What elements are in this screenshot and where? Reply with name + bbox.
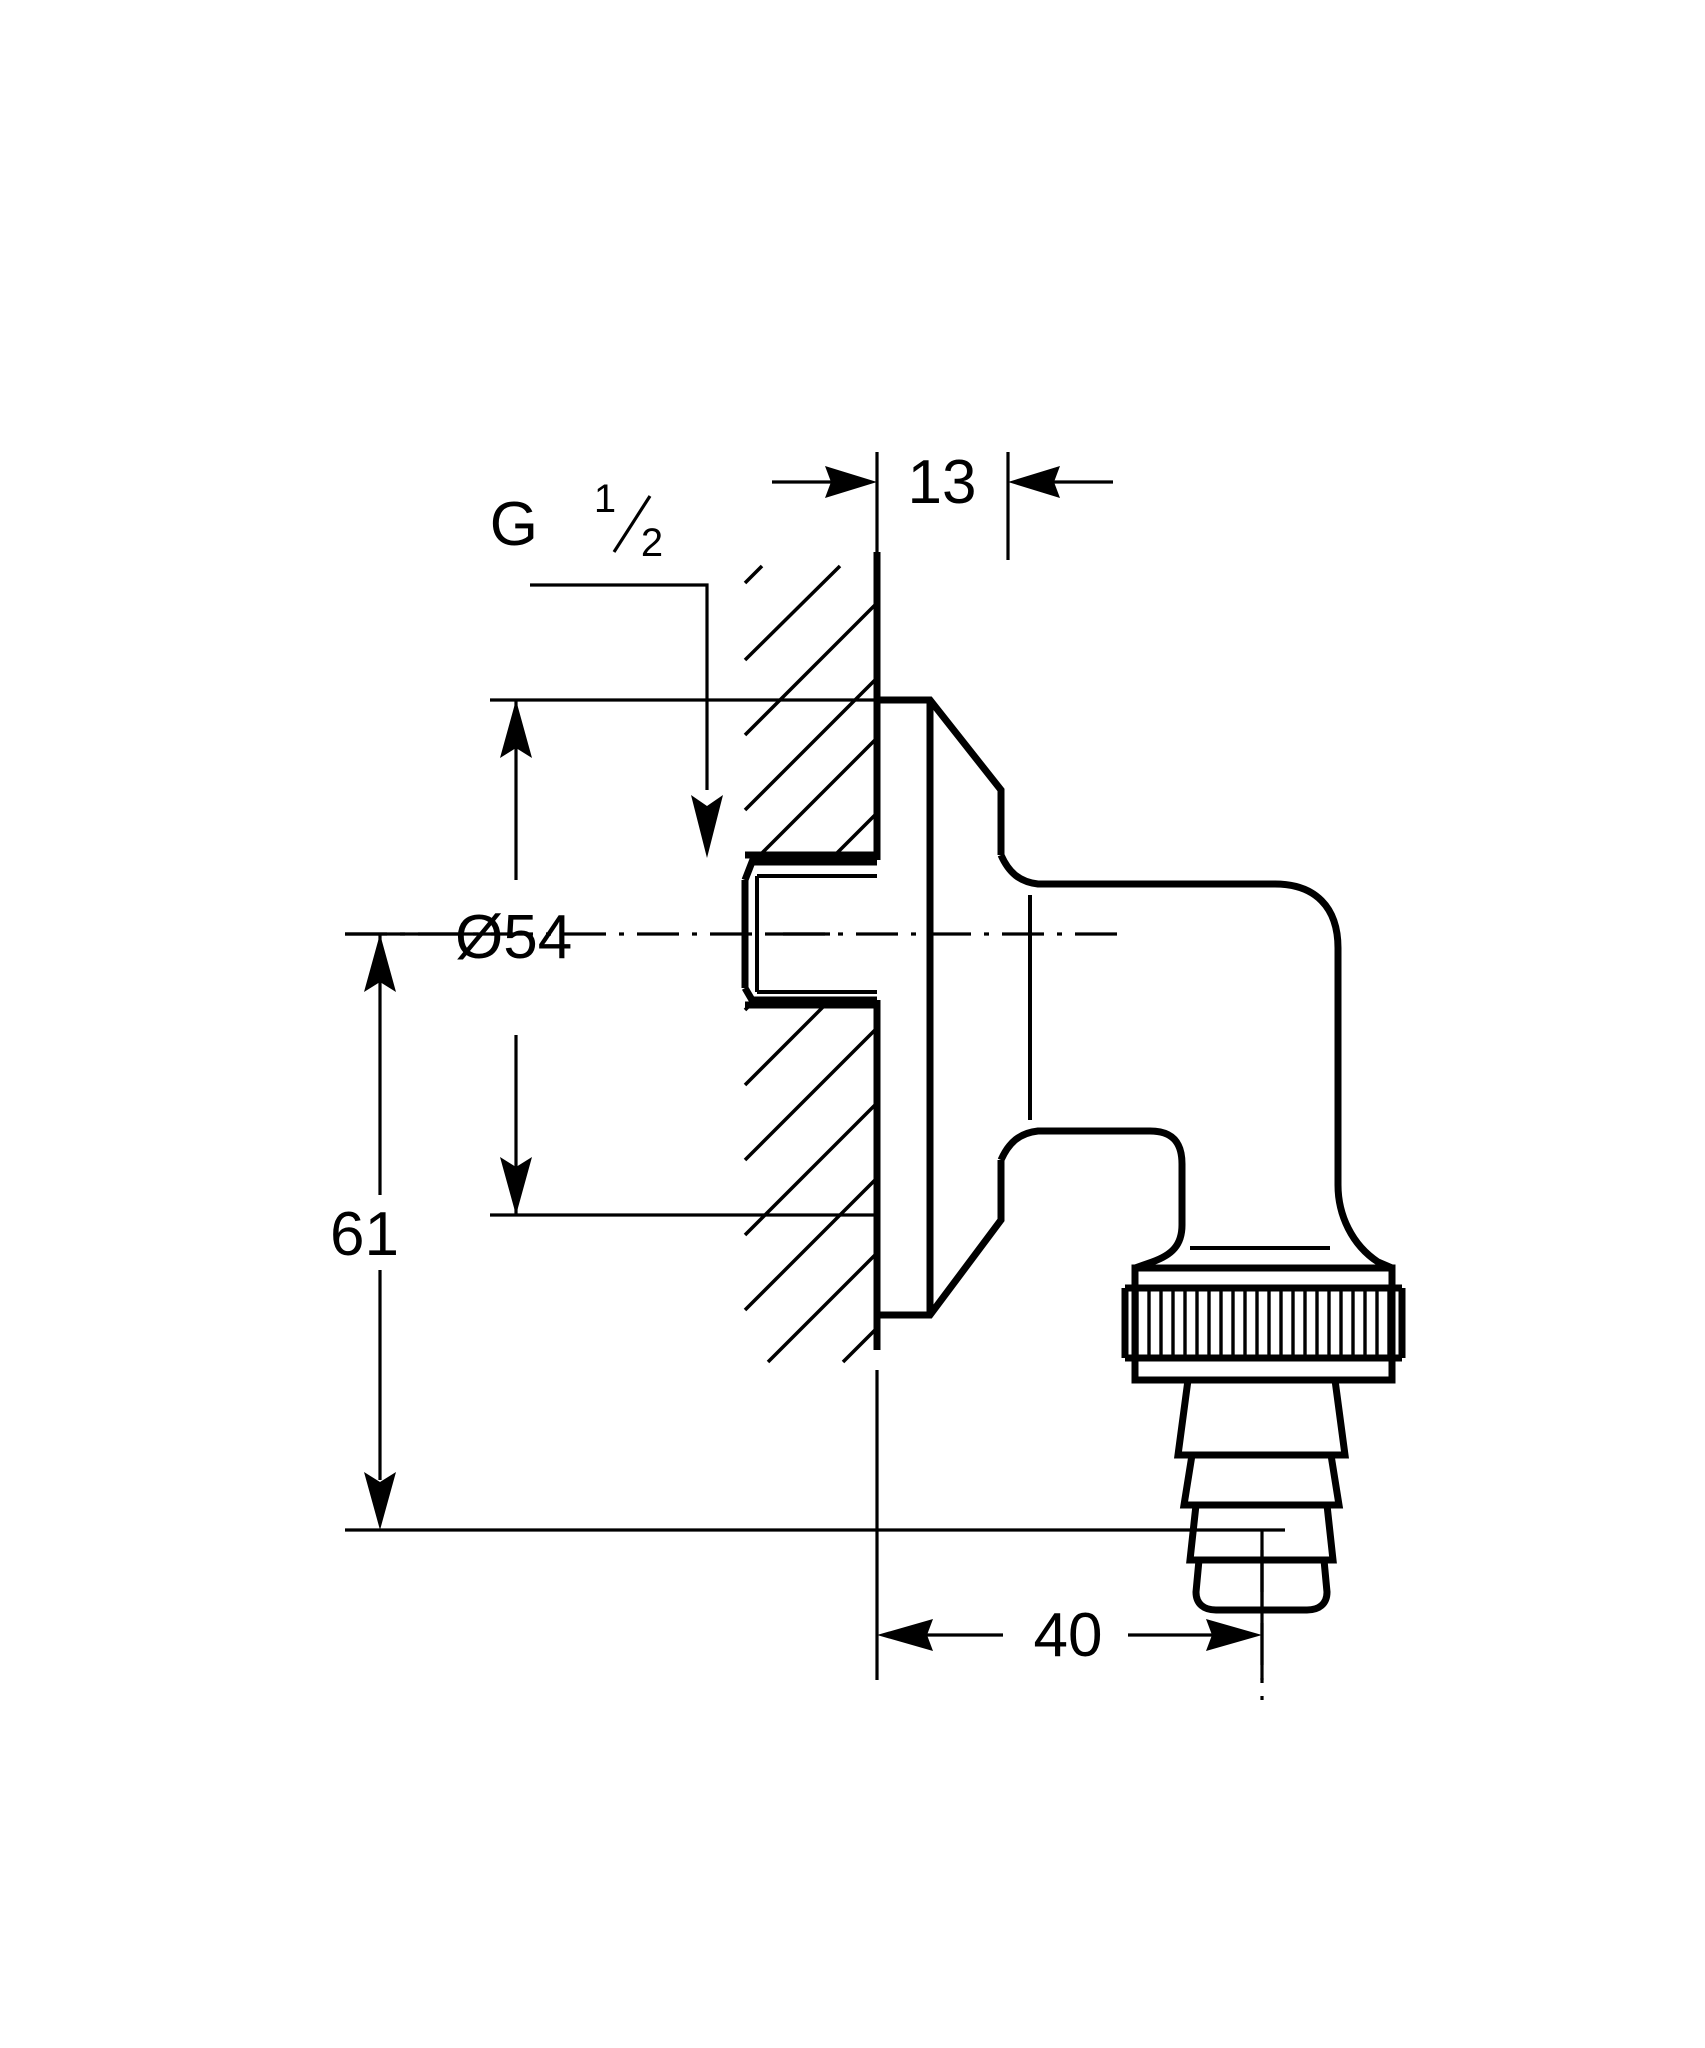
goose-neck-elbow	[1090, 880, 1342, 1225]
dimension-61: 61	[330, 932, 1285, 1532]
dimension-diameter-54-label: Ø54	[455, 903, 572, 972]
male-thread-g-half	[741, 858, 877, 1004]
thread-spec-numerator: 1	[594, 477, 616, 521]
knurled-collar	[1121, 1264, 1406, 1384]
knurl-ribs	[1135, 1290, 1391, 1356]
dimension-13: 13	[772, 448, 1113, 560]
dimension-40: 40	[875, 1370, 1264, 1680]
dimension-61-label: 61	[330, 1200, 399, 1269]
wall-hatching-lower	[743, 1003, 879, 1364]
dimension-diameter-54: Ø54	[455, 698, 880, 1217]
wall-hatching-upper	[743, 564, 879, 857]
collar-transition	[1133, 1184, 1394, 1272]
dimension-13-label: 13	[908, 448, 977, 517]
annotation-thread-spec: G 1 2	[490, 477, 723, 858]
thread-spec-prefix: G	[490, 490, 538, 559]
wall-section	[743, 552, 881, 1364]
escutcheon-flange	[877, 696, 1090, 1319]
dimension-40-label: 40	[1034, 1601, 1103, 1670]
thread-spec-denominator: 2	[641, 521, 663, 565]
